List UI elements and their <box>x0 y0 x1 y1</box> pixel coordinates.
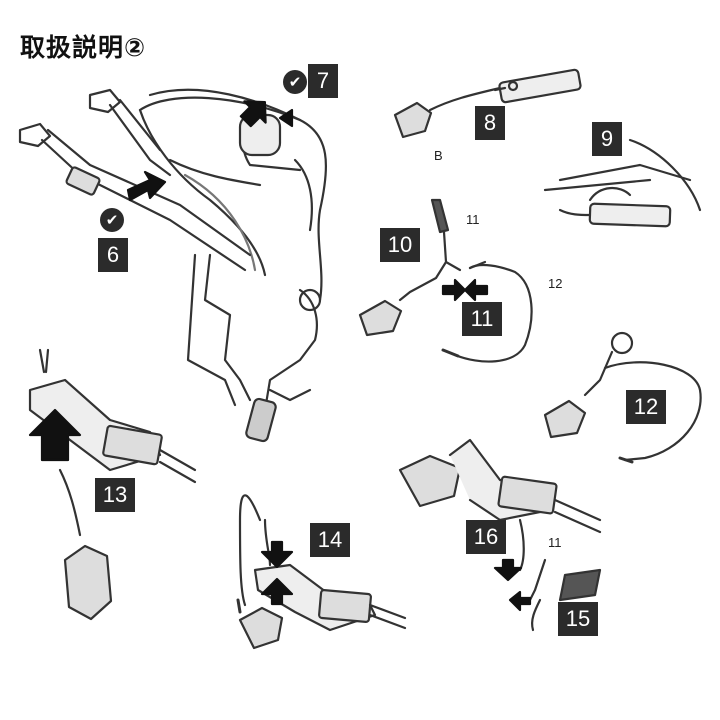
arrow-right-icon <box>441 278 467 302</box>
arrow-down-icon <box>493 558 523 582</box>
step-badge-14: 14 <box>310 523 350 557</box>
page-title: 取扱説明② <box>20 33 147 62</box>
arrow-icon <box>278 108 294 128</box>
step-badge-16: 16 <box>466 520 506 554</box>
arrow-up-icon <box>260 577 294 606</box>
arrow-up-icon <box>28 408 82 462</box>
arrow-icon <box>239 100 267 128</box>
wire-cut-illustration <box>543 138 702 228</box>
part-label-11-bottom: 11 <box>548 535 562 550</box>
step-badge-11: 11 <box>462 302 502 336</box>
arrow-down-icon <box>260 540 294 569</box>
part-label-12: 12 <box>548 276 563 291</box>
step-badge-15: 15 <box>558 602 598 636</box>
step-badge-6: 6 <box>98 238 128 272</box>
step-badge-12: 12 <box>626 390 666 424</box>
arrow-icon <box>126 170 167 202</box>
arrow-left-icon <box>463 278 489 302</box>
step-badge-10: 10 <box>380 228 420 262</box>
arrow-icon <box>508 590 532 612</box>
part-label-11-top: 11 <box>466 212 480 227</box>
step-badge-7: 7 <box>308 64 338 98</box>
step-badge-9: 9 <box>592 122 622 156</box>
final-assembly-illustration <box>398 438 602 632</box>
signal-with-ring-illustration <box>543 331 702 464</box>
wire-connect-illustration <box>358 198 533 363</box>
check-icon: ✔ <box>100 208 124 232</box>
part-label-b: B <box>434 148 443 163</box>
motorcycle-tail-illustration <box>18 88 328 443</box>
check-icon: ✔ <box>283 70 307 94</box>
bracket-install-illustration <box>28 348 197 621</box>
step-badge-8: 8 <box>475 106 505 140</box>
step-badge-13: 13 <box>95 478 135 512</box>
wire-routing-illustration <box>236 494 407 650</box>
turn-signal-cut-illustration <box>393 68 582 139</box>
